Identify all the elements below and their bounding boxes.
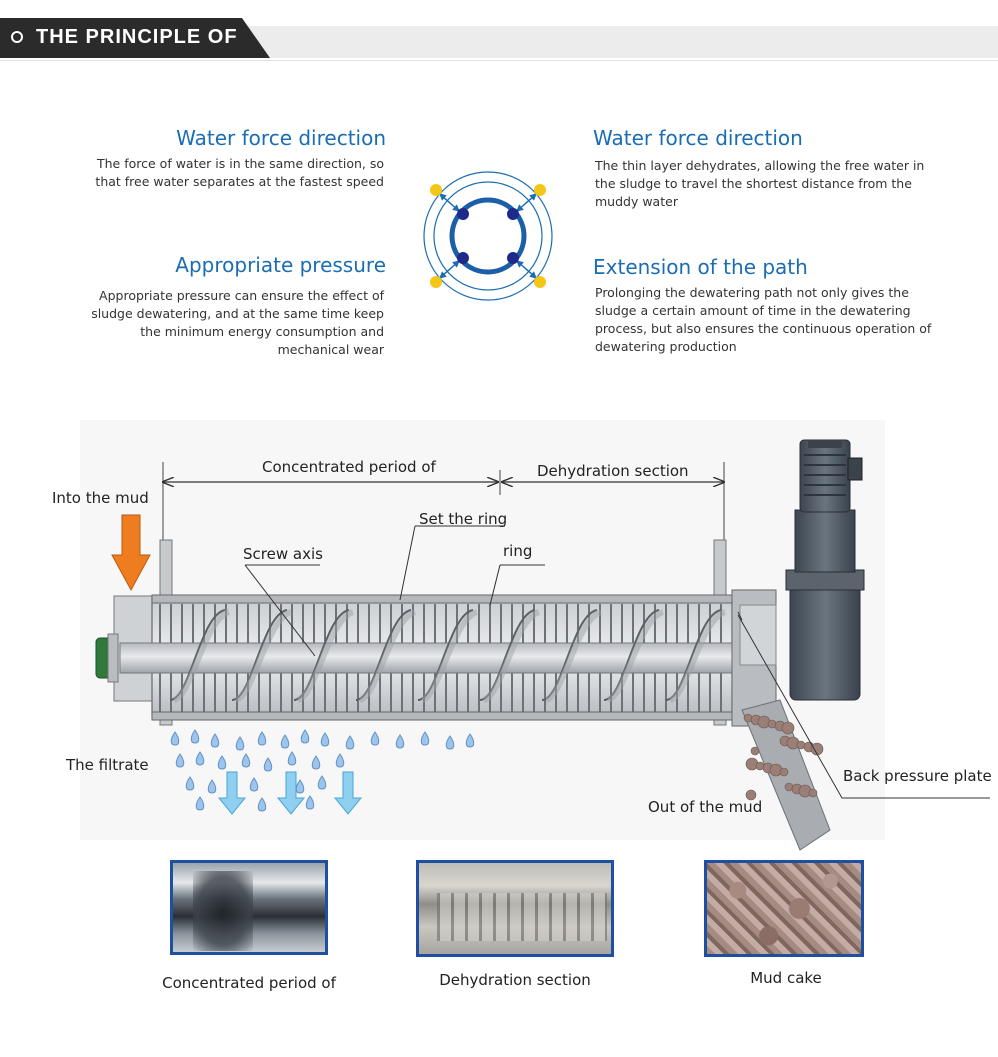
screw-press-diagram — [80, 420, 990, 851]
water-force-circle-diagram — [423, 171, 553, 301]
label-ring: ring — [503, 542, 533, 560]
caption-dehydration-section: Dehydration section — [439, 971, 591, 989]
label-back-pressure-plate: Back pressure plate — [843, 767, 992, 785]
principle-text-water-force-right: The thin layer dehydrates, allowing the … — [595, 158, 925, 209]
label-screw-axis: Screw axis — [243, 545, 323, 563]
principle-text-path: Prolonging the dewatering path not only … — [595, 285, 932, 354]
photo-dehydration-section — [416, 860, 614, 957]
principle-heading-path: Extension of the path — [593, 255, 808, 279]
principle-heading-water-force-left: Water force direction — [176, 126, 386, 150]
caption-mud-cake: Mud cake — [750, 969, 822, 987]
principle-heading-water-force-right: Water force direction — [593, 126, 803, 150]
label-the-filtrate: The filtrate — [66, 756, 149, 774]
label-dehydration-section: Dehydration section — [537, 462, 689, 480]
circle-bullet-icon — [11, 31, 23, 43]
principle-heading-pressure: Appropriate pressure — [175, 253, 386, 277]
banner-divider — [0, 60, 998, 61]
section-title: THE PRINCIPLE OF — [36, 26, 238, 48]
banner-tab — [0, 18, 270, 58]
principle-text-pressure: Appropriate pressure can ensure the effe… — [91, 288, 384, 357]
label-out-of-the-mud: Out of the mud — [648, 798, 763, 816]
photo-concentrated-period — [170, 860, 328, 955]
photo-mud-cake — [704, 860, 864, 957]
label-set-the-ring: Set the ring — [419, 510, 508, 528]
principle-text-water-force-left: The force of water is in the same direct… — [95, 156, 384, 189]
label-concentrated-period: Concentrated period of — [262, 458, 436, 476]
caption-concentrated-period: Concentrated period of — [162, 974, 336, 992]
label-into-the-mud: Into the mud — [52, 489, 149, 507]
